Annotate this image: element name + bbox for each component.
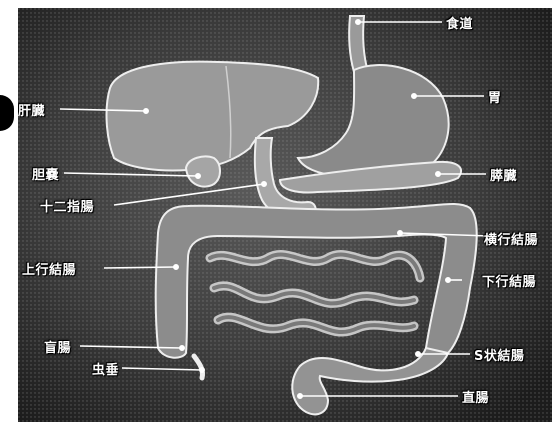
label-pancreas: 膵臓 xyxy=(490,165,517,184)
section-bullet-marker xyxy=(0,95,14,131)
label-gallbladder: 胆嚢 xyxy=(32,164,59,183)
gallbladder-shape xyxy=(186,156,220,186)
digestive-system-diagram: 食道 胃 肝臓 胆嚢 膵臓 十二指腸 横行結腸 上行結腸 下行結腸 盲腸 S状結… xyxy=(18,8,552,422)
label-rectum: 直腸 xyxy=(462,387,489,406)
label-esophagus: 食道 xyxy=(446,13,473,32)
label-cecum: 盲腸 xyxy=(44,337,71,356)
label-descending-colon: 下行結腸 xyxy=(482,271,536,290)
label-duodenum: 十二指腸 xyxy=(40,196,94,215)
label-stomach: 胃 xyxy=(488,87,502,106)
label-ascending-colon: 上行結腸 xyxy=(22,259,76,278)
label-sigmoid-colon: S状結腸 xyxy=(474,345,524,364)
label-transverse-colon: 横行結腸 xyxy=(484,229,538,248)
label-liver: 肝臓 xyxy=(18,100,45,119)
label-appendix: 虫垂 xyxy=(92,359,119,378)
